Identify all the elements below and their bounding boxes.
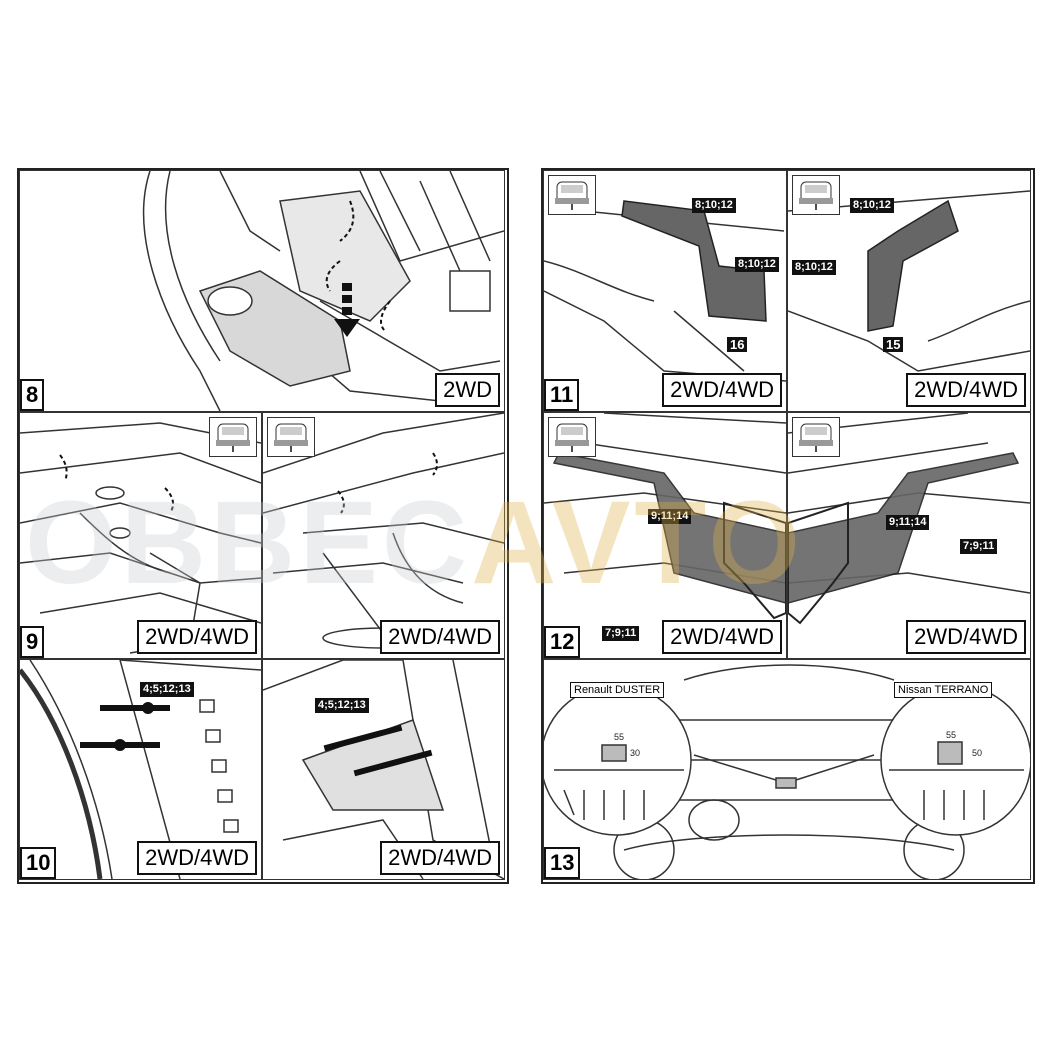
car-rear-icon [548, 417, 596, 457]
hitch-beam [552, 452, 786, 604]
drive-type-label: 2WD/4WD [137, 620, 257, 654]
step-10-right-panel: 4;5;12;13 2WD/4WD [262, 659, 505, 880]
part-number-tag: 8;10;12 [792, 260, 836, 275]
part-number-label: 15 [883, 337, 904, 352]
part-number-tag: 8;10;12 [735, 257, 779, 272]
drive-type-label: 2WD/4WD [906, 620, 1026, 654]
step-10-left-panel: 4;5;12;13 10 2WD/4WD [19, 659, 262, 880]
step-12-right-panel: 9;11;14 7;9;11 2WD/4WD [787, 412, 1031, 659]
rear-bumper-cutout-illustration [544, 664, 1030, 879]
step-number: 9 [20, 626, 45, 658]
part-number-label: 16 [727, 337, 748, 352]
drive-type-label: 2WD/4WD [662, 620, 782, 654]
step-number: 8 [20, 379, 45, 411]
part-number-tag: 4;5;12;13 [140, 682, 194, 697]
step-11-right-panel: 8;10;12 8;10;12 15 2WD/4WD [787, 170, 1031, 412]
car-rear-icon [209, 417, 257, 457]
cutout-height-dimension: 50 [972, 748, 983, 758]
part-number-tag: 9;11;14 [648, 509, 692, 524]
cutout-height-dimension: 30 [630, 748, 641, 758]
renault-duster-label: Renault DUSTER [570, 682, 665, 698]
bracket [867, 199, 959, 332]
down-arrow [334, 283, 360, 337]
car-rear-icon [792, 417, 840, 457]
step-9-left-panel: 9 2WD/4WD [19, 412, 262, 659]
drive-type-label: 2WD/4WD [906, 373, 1026, 407]
car-rear-icon [548, 175, 596, 215]
step-number: 13 [544, 847, 581, 879]
drive-type-label: 2WD/4WD [380, 841, 500, 875]
bracket [621, 200, 767, 322]
step-8-panel: 8 2WD [19, 170, 505, 412]
right-zoom-circle [880, 684, 1030, 836]
part-number-tag: 9;11;14 [886, 515, 930, 530]
part-number-tag: 7;9;11 [602, 626, 640, 641]
step-number: 11 [544, 379, 580, 411]
drive-type-label: 2WD [435, 373, 500, 407]
nissan-terrano-label: Nissan TERRANO [894, 682, 993, 698]
car-rear-icon [792, 175, 840, 215]
drive-type-label: 2WD/4WD [137, 841, 257, 875]
part-number-tag: 8;10;12 [692, 198, 736, 213]
cutout-width-dimension: 55 [946, 730, 957, 740]
step-13-panel: Renault DUSTER Nissan TERRANO 55 30 55 5… [543, 659, 1031, 880]
left-zoom-circle [544, 684, 692, 836]
mount-arrows [325, 200, 391, 332]
exhaust-illustration [142, 171, 504, 411]
drive-type-label: 2WD/4WD [380, 620, 500, 654]
car-rear-icon [267, 417, 315, 457]
step-number: 10 [20, 847, 57, 879]
step-12-left-panel: 9;11;14 7;9;11 12 2WD/4WD [543, 412, 787, 659]
step-9-right-panel: 2WD/4WD [262, 412, 505, 659]
drive-type-label: 2WD/4WD [662, 373, 782, 407]
cutout-width-dimension: 55 [614, 732, 625, 742]
step-11-left-panel: 8;10;12 8;10;12 16 11 2WD/4WD [543, 170, 787, 412]
part-number-tag: 4;5;12;13 [315, 698, 369, 713]
part-number-tag: 7;9;11 [960, 539, 998, 554]
step-number: 12 [544, 626, 581, 658]
part-number-tag: 8;10;12 [850, 198, 894, 213]
